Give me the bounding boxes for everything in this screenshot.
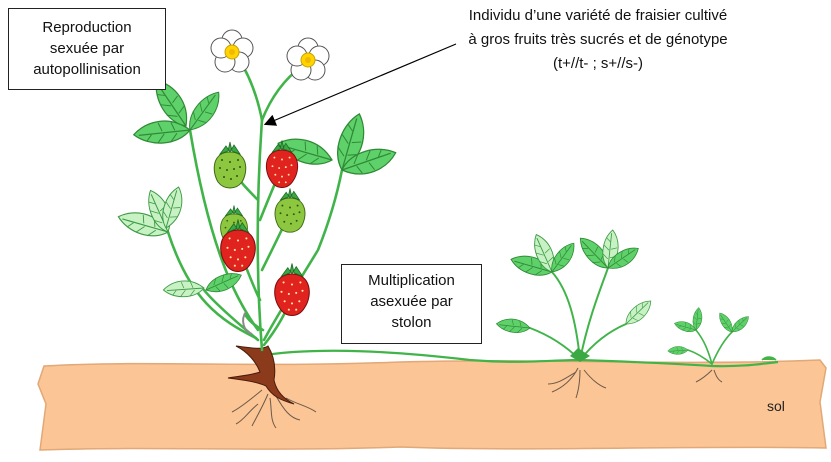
soil-label: sol (767, 398, 785, 414)
sexual-reproduction-line-3: autopollinisation (33, 61, 141, 78)
sexual-reproduction-box: Reproduction sexuée par autopollinisatio… (8, 8, 166, 90)
sexual-reproduction-line-2: sexuée par (49, 40, 125, 57)
individual-caption: Individu d’une variété de fraisier culti… (448, 4, 748, 76)
soil-band (37, 359, 827, 451)
mother-plant-roots (231, 389, 317, 429)
daughter-plant-2 (667, 306, 753, 383)
mother-plant-crown (227, 345, 295, 405)
fruits (213, 140, 310, 317)
stem-clip (242, 311, 253, 335)
caption-line-2: à gros fruits très sucrés et de génotype (468, 31, 728, 48)
caption-line-3: (t+//t- ; s+//s-) (552, 55, 643, 72)
stolon (257, 349, 779, 368)
mother-plant-stems (166, 56, 344, 352)
asexual-multiplication-line-1: Multiplication (368, 272, 455, 289)
flowers (210, 29, 330, 81)
caption-line-1: Individu d’une variété de fraisier culti… (468, 7, 728, 24)
daughter-plant-1 (495, 228, 657, 399)
asexual-multiplication-box: Multiplication asexuée par stolon (341, 264, 482, 344)
caption-arrow (263, 43, 457, 126)
flower-right (286, 37, 330, 81)
asexual-multiplication-line-2: asexuée par (370, 293, 453, 310)
asexual-multiplication-line-3: stolon (391, 314, 432, 331)
runner-tip (761, 356, 777, 361)
flower-left (210, 29, 254, 73)
sexual-reproduction-line-1: Reproduction (42, 19, 132, 36)
